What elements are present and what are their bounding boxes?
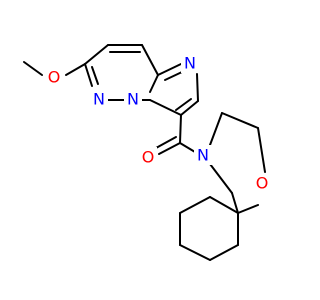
bond: [84, 63, 93, 87]
atom-label-background: [194, 145, 212, 165]
atom-label-methoxy-o: O: [48, 68, 61, 87]
bond: [179, 142, 196, 153]
atom-label-imidazole-n: N: [184, 54, 196, 73]
bond: [91, 66, 99, 85]
bond: [149, 99, 182, 116]
atom-label-ring-o: O: [256, 174, 269, 193]
bond: [179, 196, 211, 214]
bond: [84, 44, 109, 65]
bond: [179, 114, 182, 144]
bond: [209, 163, 233, 194]
atom-label-background: [139, 147, 157, 167]
pyridazine-nitrogen-2: N: [124, 89, 142, 109]
bond: [257, 127, 266, 173]
imidazole-nitrogen: N: [181, 53, 199, 73]
atom-label-background: [45, 67, 63, 87]
atom-label-pyridazine-n2: N: [127, 90, 139, 109]
bond: [175, 98, 192, 111]
structure-diagram: O N N N O N O: [23, 44, 271, 261]
bond: [221, 112, 259, 129]
atom-label-background: [181, 53, 199, 73]
amide-nitrogen: N: [194, 145, 212, 165]
bond: [237, 204, 259, 214]
bond: [23, 61, 43, 76]
bond: [196, 73, 199, 102]
molecule-canvas: O N N N O N O: [23, 44, 271, 261]
bond: [65, 63, 86, 76]
atom-label-pyridazine-n1: N: [93, 90, 105, 109]
pyridazine-nitrogen-1: N: [90, 89, 108, 109]
bond: [158, 142, 181, 155]
bond: [179, 244, 211, 261]
bond: [157, 63, 182, 76]
atom-label-background: [253, 173, 271, 193]
atom-labels: O N N N O N O: [45, 53, 271, 193]
bond-lines: [23, 44, 266, 261]
methoxy-oxygen: O: [45, 67, 63, 87]
atom-label-background: [90, 89, 108, 109]
ring-oxygen: O: [253, 173, 271, 193]
atom-label-amide-n: N: [197, 146, 209, 165]
bond: [149, 74, 159, 93]
bond: [231, 192, 239, 214]
atom-label-carbonyl-o: O: [142, 148, 155, 167]
carbonyl-oxygen: O: [139, 147, 157, 167]
bond: [180, 100, 199, 116]
bond: [209, 196, 239, 214]
bond: [209, 112, 223, 146]
bond: [141, 44, 159, 76]
bond: [155, 136, 177, 149]
bond: [164, 71, 183, 81]
bond: [209, 244, 239, 261]
atom-label-background: [124, 89, 142, 109]
